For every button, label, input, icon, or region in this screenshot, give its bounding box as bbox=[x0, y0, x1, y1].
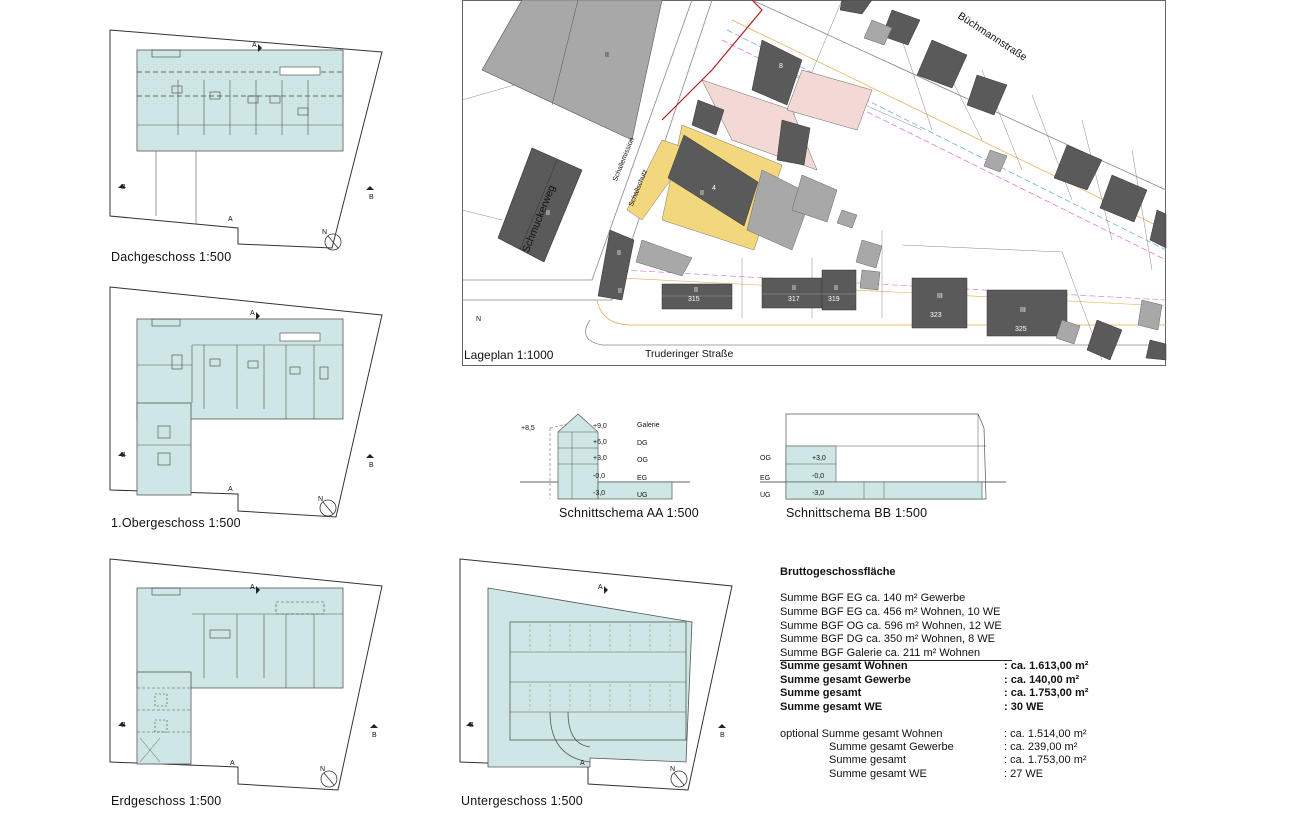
street-truderinger: Truderinger Straße bbox=[645, 348, 734, 360]
north-mark-og: N bbox=[318, 496, 324, 503]
caption-erdgeschoss: Erdgeschoss 1:500 bbox=[111, 794, 222, 808]
bgf-line-og: Summe BGF OG ca. 596 m² Wohnen, 12 WE bbox=[780, 620, 1002, 632]
section-mark-a-og-bottom: A bbox=[228, 486, 233, 493]
section-mark-b-dg-right: B bbox=[369, 194, 374, 201]
plan-untergeschoss bbox=[459, 558, 733, 791]
aa-level-og: OG bbox=[637, 457, 648, 464]
bgf-total-gewerbe-value: : ca. 140,00 m² bbox=[1004, 674, 1080, 686]
section-mark-a-dg-top: A bbox=[252, 42, 257, 49]
svg-text:II: II bbox=[617, 250, 621, 257]
bgf-divider bbox=[780, 660, 1012, 661]
bgf-optional-gewerbe-value: : ca. 239,00 m² bbox=[1004, 741, 1078, 753]
bgf-optional-wohnen: optional Summe gesamt Wohnen : ca. 1.514,… bbox=[780, 728, 1120, 742]
aa-top-height: +8,5 bbox=[521, 425, 535, 432]
svg-text:II: II bbox=[618, 288, 622, 295]
section-mark-b-eg-right: B bbox=[372, 732, 377, 739]
plan-obergeschoss bbox=[109, 286, 383, 518]
aa-level-ug: UG bbox=[637, 492, 648, 499]
bgf-total-we-value: : 30 WE bbox=[1004, 701, 1044, 713]
bb-height-og: +3,0 bbox=[812, 455, 826, 462]
section-mark-a-ug-bottom: A bbox=[580, 760, 585, 767]
plan-dachgeschoss bbox=[109, 29, 383, 249]
house-number-325: 325 bbox=[1015, 326, 1027, 333]
aa-height-dg: +6,0 bbox=[593, 439, 607, 446]
bgf-optional-we: Summe gesamt WE : 27 WE bbox=[780, 768, 1120, 782]
bb-level-ug: UG bbox=[760, 492, 771, 499]
bgf-total-gesamt: Summe gesamt : ca. 1.753,00 m² bbox=[780, 687, 1120, 701]
plan-erdgeschoss bbox=[109, 558, 383, 791]
bgf-optional-we-label: Summe gesamt WE bbox=[829, 768, 927, 780]
bgf-total-wohnen-label: Summe gesamt Wohnen bbox=[780, 660, 908, 672]
north-mark-dg: N bbox=[322, 229, 328, 236]
aa-height-og: +3,0 bbox=[593, 455, 607, 462]
aa-height-ug: -3,0 bbox=[593, 490, 606, 497]
bgf-total-gewerbe-label: Summe gesamt Gewerbe bbox=[780, 674, 911, 686]
caption-schnitt-aa: Schnittschema AA 1:500 bbox=[559, 506, 699, 520]
svg-text:II: II bbox=[834, 285, 838, 292]
bgf-line-eg-gewerbe: Summe BGF EG ca. 140 m² Gewerbe bbox=[780, 592, 966, 604]
svg-text:III: III bbox=[937, 293, 943, 300]
bgf-total-wohnen-value: : ca. 1.613,00 m² bbox=[1004, 660, 1089, 672]
house-number-317: 317 bbox=[788, 296, 800, 303]
bgf-total-gesamt-value: : ca. 1.753,00 m² bbox=[1004, 687, 1089, 699]
section-aa bbox=[520, 413, 690, 500]
bgf-optional-prefix: optional bbox=[780, 728, 819, 740]
bb-height-eg: -0,0 bbox=[812, 473, 825, 480]
svg-text:II: II bbox=[605, 52, 609, 59]
section-mark-b-ug-right: B bbox=[720, 732, 725, 739]
aa-level-dg: DG bbox=[637, 440, 648, 447]
bgf-optional-gesamt-label: Summe gesamt bbox=[829, 754, 907, 766]
bgf-optional-gewerbe-label: Summe gesamt Gewerbe bbox=[829, 741, 954, 753]
svg-text:II: II bbox=[546, 210, 550, 217]
svg-text:II: II bbox=[792, 285, 796, 292]
section-mark-b-og-right: B bbox=[369, 462, 374, 469]
section-mark-a-ug-top: A bbox=[598, 584, 603, 591]
bb-height-ug: -3,0 bbox=[812, 490, 825, 497]
bgf-optional-wohnen-value: : ca. 1.514,00 m² bbox=[1004, 728, 1087, 740]
north-mark-eg: N bbox=[320, 766, 326, 773]
section-mark-a-og-top: A bbox=[250, 310, 255, 317]
aa-height-galerie: +9,0 bbox=[593, 423, 607, 430]
bgf-optional-we-value: : 27 WE bbox=[1004, 768, 1044, 780]
bgf-total-we-label: Summe gesamt WE bbox=[780, 701, 883, 713]
north-mark-ug: N bbox=[670, 766, 676, 773]
bgf-line-galerie: Summe BGF Galerie ca. 211 m² Wohnen bbox=[780, 647, 981, 659]
caption-schnitt-bb: Schnittschema BB 1:500 bbox=[786, 506, 928, 520]
north-mark-site: N bbox=[476, 316, 482, 323]
section-bb bbox=[760, 413, 1006, 500]
house-number-315: 315 bbox=[688, 296, 700, 303]
bgf-total-wohnen: Summe gesamt Wohnen : ca. 1.613,00 m² bbox=[780, 660, 1120, 674]
svg-text:III: III bbox=[1020, 307, 1026, 314]
section-mark-a-eg-top: A bbox=[250, 584, 255, 591]
aa-height-eg: -0,0 bbox=[593, 473, 606, 480]
bgf-optional-gewerbe: Summe gesamt Gewerbe : ca. 239,00 m² bbox=[780, 741, 1120, 755]
svg-text:8: 8 bbox=[779, 63, 783, 70]
caption-obergeschoss: 1.Obergeschoss 1:500 bbox=[111, 516, 241, 530]
bgf-total-gewerbe: Summe gesamt Gewerbe : ca. 140,00 m² bbox=[780, 674, 1120, 688]
bgf-optional-gesamt-value: : ca. 1.753,00 m² bbox=[1004, 754, 1087, 766]
svg-text:II: II bbox=[700, 190, 704, 197]
bgf-optional-gesamt: Summe gesamt : ca. 1.753,00 m² bbox=[780, 754, 1120, 768]
section-mark-a-eg-bottom: A bbox=[230, 760, 235, 767]
caption-untergeschoss: Untergeschoss 1:500 bbox=[461, 794, 583, 808]
caption-dachgeschoss: Dachgeschoss 1:500 bbox=[111, 250, 232, 264]
svg-text:II: II bbox=[694, 287, 698, 294]
bgf-total-we: Summe gesamt WE : 30 WE bbox=[780, 701, 1120, 715]
house-number-319: 319 bbox=[828, 296, 840, 303]
site-plan: II II II 4 II II 8 II II II III III bbox=[461, 0, 1167, 366]
bgf-line-dg: Summe BGF DG ca. 350 m² Wohnen, 8 WE bbox=[780, 633, 995, 645]
bgf-optional-wohnen-label: Summe gesamt Wohnen bbox=[821, 728, 943, 740]
bgf-panel: Bruttogeschossfläche Summe BGF EG ca. 14… bbox=[780, 566, 1120, 786]
bgf-title: Bruttogeschossfläche bbox=[780, 566, 896, 578]
aa-level-eg: EG bbox=[637, 475, 648, 482]
house-number-323: 323 bbox=[930, 312, 942, 319]
bb-level-eg: EG bbox=[760, 475, 771, 482]
bgf-line-eg-wohnen: Summe BGF EG ca. 456 m² Wohnen, 10 WE bbox=[780, 606, 1001, 618]
bb-level-og: OG bbox=[760, 455, 771, 462]
section-mark-a-dg-bottom: A bbox=[228, 216, 233, 223]
svg-text:4: 4 bbox=[712, 185, 716, 192]
aa-level-galerie: Galerie bbox=[637, 422, 660, 429]
site-caption: Lageplan 1:1000 bbox=[464, 348, 554, 362]
bgf-total-gesamt-label: Summe gesamt bbox=[780, 687, 862, 699]
